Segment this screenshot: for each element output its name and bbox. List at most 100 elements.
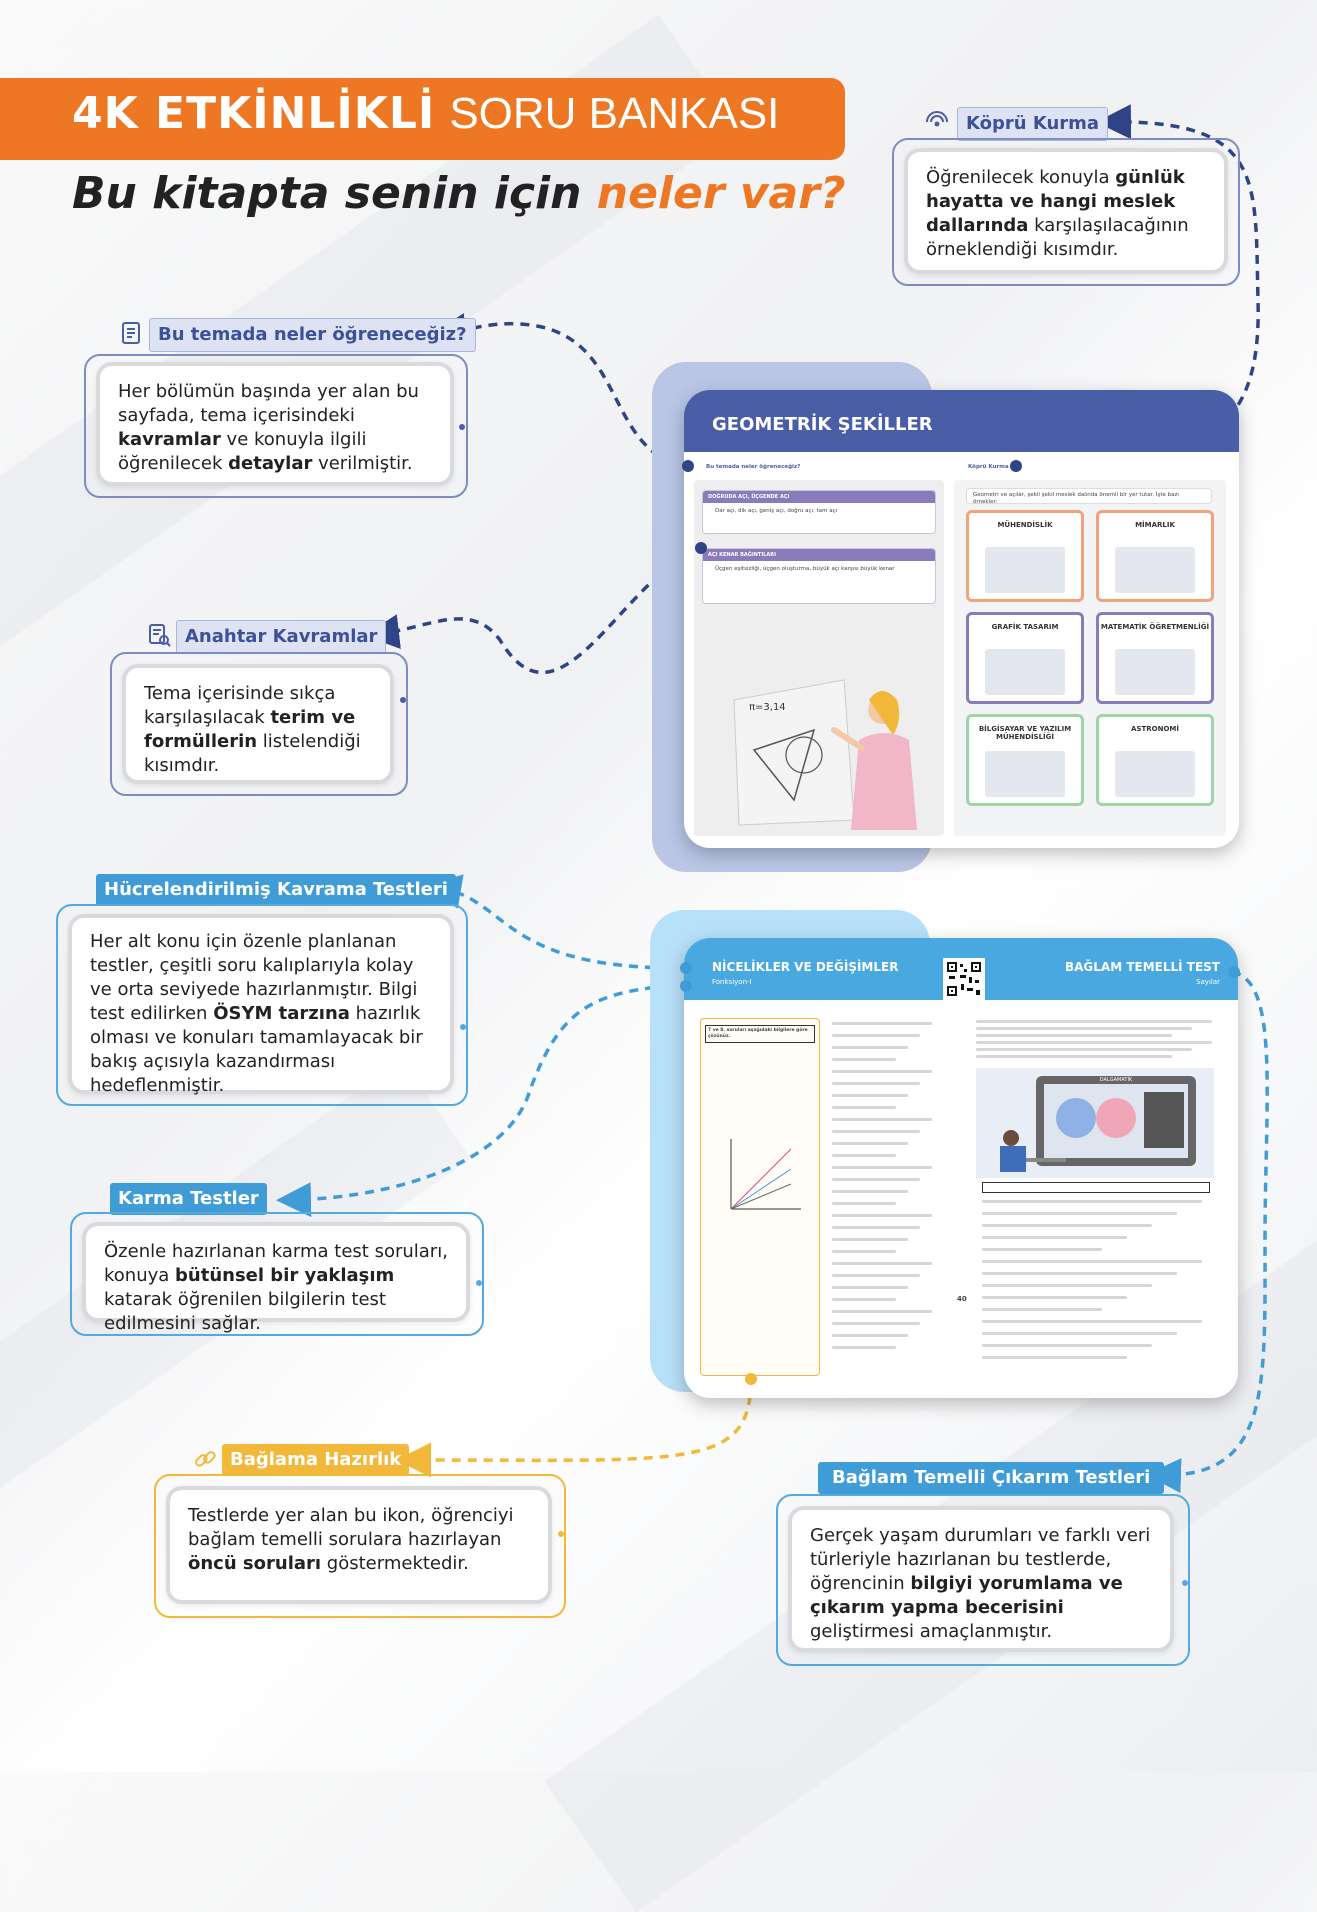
job-title: MATEMATİK ÖĞRETMENLİĞİ: [1100, 623, 1210, 631]
text-line: [976, 1034, 1172, 1037]
job-title: GRAFİK TASARIM: [991, 623, 1059, 631]
tema-text-end: verilmiştir.: [312, 453, 413, 474]
text-line: [832, 1118, 932, 1121]
job-title: MÜHENDİSLİK: [997, 521, 1053, 529]
job-title: BİLGİSAYAR VE YAZILIM MÜHENDİSLİĞİ: [978, 725, 1072, 741]
hucre-text: Her alt konu için özenle planlanan testl…: [90, 931, 418, 1024]
job-title: MİMARLIK: [1135, 521, 1175, 529]
karma-text: Özenle hazırlanan karma test soruları, k…: [104, 1241, 448, 1286]
karma-label: Karma Testler: [110, 1183, 267, 1215]
baglam-cikarim-label: Bağlam Temelli Çıkarım Testleri: [818, 1462, 1165, 1494]
baglama-bold: öncü soruları: [188, 1553, 322, 1574]
kopru-text: Öğrenilecek konuyla: [926, 167, 1116, 188]
text-line: [976, 1027, 1192, 1030]
text-line: [832, 1106, 896, 1109]
text-line: [982, 1332, 1177, 1335]
tema-card: Her bölümün başında yer alan bu sayfada,…: [96, 362, 454, 486]
text-line: [832, 1262, 932, 1265]
page-header: [684, 390, 1239, 452]
text-line: [982, 1200, 1202, 1203]
job-title: ASTRONOMİ: [1131, 725, 1179, 733]
tema-text: Her bölümün başında yer alan bu sayfada,…: [118, 381, 419, 426]
text-line: [832, 1214, 932, 1217]
text-line: [982, 1236, 1127, 1239]
tema-bold-2: detaylar: [228, 453, 313, 474]
text-line: [832, 1166, 932, 1169]
job-card: GRAFİK TASARIM: [966, 612, 1084, 704]
kopru-bold: günlük hayatta ve hangi meslek dallarınd…: [926, 167, 1185, 236]
kopru-text-end: karşılaşılacağının örneklendiği kısımdır…: [926, 215, 1189, 260]
text-line: [982, 1248, 1102, 1251]
kopru-card: Öğrenilecek konuyla günlük hayatta ve ha…: [904, 148, 1228, 274]
text-line: [832, 1310, 932, 1313]
text-line: [832, 1022, 932, 1025]
baglama-icon-dot: [745, 1373, 757, 1385]
concept-box: AÇI KENAR BAĞINTILARI Üçgen eşitsizliği,…: [702, 548, 936, 604]
tema-frame: [84, 354, 468, 498]
page-title-geometry: GEOMETRİK ŞEKİLLER: [712, 414, 933, 435]
text-line: [832, 1082, 920, 1085]
baglam-cikarim-dot: [1182, 1580, 1188, 1586]
text-line: [982, 1296, 1127, 1299]
page-right-subtitle: Sayılar: [1196, 978, 1220, 986]
job-illustration: [985, 649, 1065, 695]
text-line: [832, 1070, 932, 1073]
baglam-cikarim-frame: [776, 1494, 1190, 1666]
job-card: MÜHENDİSLİK: [966, 510, 1084, 602]
qr-code-icon: [943, 958, 985, 1000]
job-illustration: [1115, 649, 1195, 695]
job-card: MATEMATİK ÖĞRETMENLİĞİ: [1096, 612, 1214, 704]
text-line: [832, 1250, 896, 1253]
page-title: 4K ETKİNLİKLİ SORU BANKASI: [72, 88, 779, 139]
hucre-frame: [56, 904, 468, 1106]
job-card: MİMARLIK: [1096, 510, 1214, 602]
classroom-illustration: DALGAMATİK: [976, 1068, 1214, 1178]
tema-text-mid: ve konuyla ilgili öğrenilecek: [118, 429, 367, 474]
text-line: [832, 1274, 920, 1277]
connector-lines: [276, 104, 1269, 1494]
baglama-text-end: göstermektedir.: [321, 1553, 469, 1574]
link-icon: [195, 1451, 216, 1467]
question-header: 7 ve 8. soruları aşağıdaki bilgilere gör…: [705, 1025, 815, 1043]
karma-text-end: katarak öğrenilen bilgilerin test edilme…: [104, 1289, 386, 1334]
text-line: [982, 1308, 1102, 1311]
signal-icon: [926, 111, 948, 127]
title-bold: 4K ETKİNLİKLİ: [72, 88, 436, 139]
title-light: SORU BANKASI: [449, 89, 780, 138]
text-line: [982, 1224, 1152, 1227]
text-line: [832, 1142, 908, 1145]
baglama-dot: [558, 1531, 564, 1537]
left-tag: Bu temada neler öğreneceğiz?: [706, 464, 801, 470]
baglama-frame: [154, 1474, 566, 1618]
concept-box-title: DOĞRUDA AÇI, ÜÇGENDE AÇI: [703, 491, 935, 503]
text-line: [832, 1190, 908, 1193]
tema-bold: kavramlar: [118, 429, 221, 450]
anahtar-text-end: listelendiği kısımdır.: [144, 731, 361, 776]
baglama-label: Bağlama Hazırlık: [222, 1444, 410, 1476]
baglam-cikarim-text-end: geliştirmesi amaçlanmıştır.: [810, 1621, 1053, 1642]
page-right-title: BAĞLAM TEMELLİ TEST: [1064, 960, 1220, 974]
anahtar-dot: [400, 697, 406, 703]
text-line: [832, 1334, 908, 1337]
text-line: [832, 1202, 896, 1205]
text-line: [976, 1020, 1212, 1023]
title-banner: [0, 78, 845, 160]
text-line: [832, 1046, 908, 1049]
page-left-title: NİCELİKLER VE DEĞİŞİMLER: [712, 960, 899, 974]
key-concepts-icon: [149, 624, 171, 647]
baglam-cikarim-card: Gerçek yaşam durumları ve farklı veri tü…: [788, 1506, 1174, 1652]
hucre-bold: ÖSYM tarzına: [213, 1003, 350, 1024]
text-line: [982, 1356, 1127, 1359]
job-illustration: [985, 547, 1065, 593]
anahtar-card: Tema içerisinde sıkça karşılaşılacak ter…: [122, 664, 394, 784]
board-text: π=3,14: [749, 702, 786, 713]
text-line: [982, 1260, 1202, 1263]
page-number: 40: [957, 1295, 967, 1303]
tema-label: Bu temada neler öğreneceğiz?: [149, 318, 476, 352]
page-left-subtitle: Fonksiyon-I: [712, 978, 752, 986]
anchor-dot: [680, 980, 692, 992]
anchor-dot: [1228, 966, 1240, 978]
job-illustration: [1115, 751, 1195, 797]
anchor-dot: [1010, 460, 1022, 472]
text-line: [982, 1212, 1177, 1215]
